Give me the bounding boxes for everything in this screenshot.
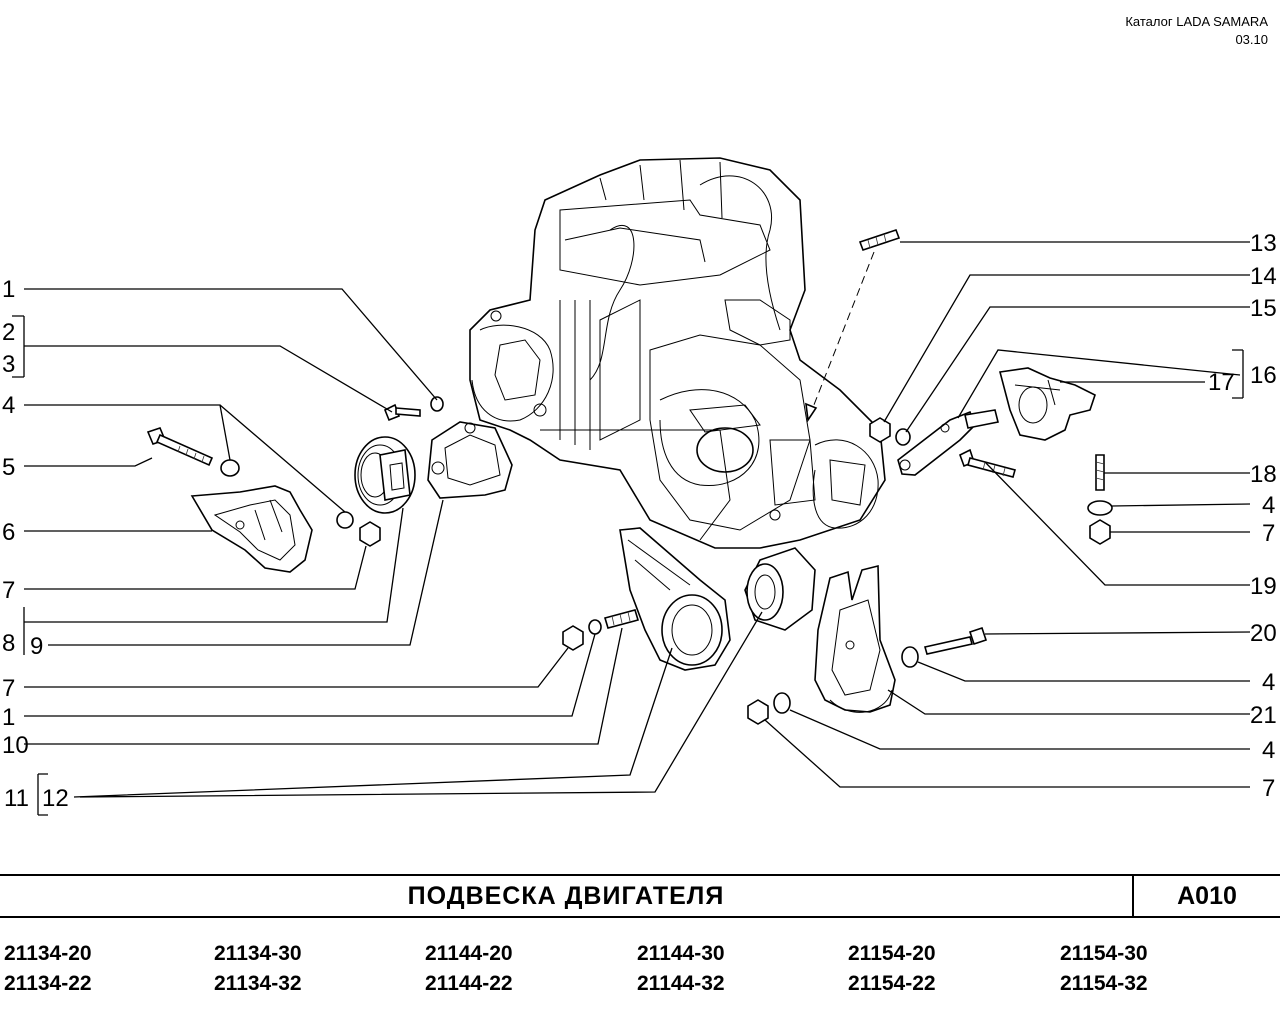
leader-lines-left bbox=[12, 288, 763, 816]
part-bracket-16 bbox=[897, 409, 999, 476]
model-code: 21144-22 bbox=[425, 972, 513, 995]
callout-21: 21 bbox=[1250, 702, 1277, 729]
part-washer-4-bracket bbox=[901, 646, 919, 668]
callout-4: 4 bbox=[2, 392, 15, 419]
part-washer-1 bbox=[430, 396, 444, 412]
callout-12: 12 bbox=[42, 785, 69, 812]
part-silent-block bbox=[744, 547, 816, 631]
part-bolt-20 bbox=[923, 626, 988, 655]
part-bolt-19 bbox=[959, 448, 1016, 478]
engine-mount-diagram: 1 2 3 4 5 6 7 8 9 7 1 10 11 12 13 14 15 … bbox=[2, 157, 1277, 816]
callout-9: 9 bbox=[30, 633, 43, 660]
part-washer-4-left bbox=[220, 459, 240, 477]
callout-11: 11 bbox=[4, 785, 29, 812]
callout-4r: 4 bbox=[1262, 492, 1275, 519]
callouts-right: 13 14 15 16 17 18 4 7 19 20 4 21 4 7 bbox=[1208, 230, 1277, 802]
catalog-header: Каталог LADA SAMARA bbox=[1125, 14, 1268, 29]
callout-7b: 7 bbox=[2, 675, 15, 702]
part-washer-4-lower bbox=[773, 692, 791, 714]
model-code: 21154-20 bbox=[848, 942, 936, 965]
callout-7r2: 7 bbox=[1262, 775, 1275, 802]
model-code: 21134-20 bbox=[4, 942, 92, 965]
model-code: 21144-20 bbox=[425, 942, 513, 965]
part-nut-14 bbox=[869, 417, 891, 443]
part-support-17 bbox=[998, 367, 1096, 441]
part-washer-1-center bbox=[588, 619, 602, 635]
callout-20: 20 bbox=[1250, 620, 1277, 647]
part-nut-7-right bbox=[1089, 519, 1111, 545]
title-bar: ПОДВЕСКА ДВИГАТЕЛЯ A010 bbox=[0, 874, 1280, 918]
part-washer-15 bbox=[895, 428, 911, 446]
assembly-arrow bbox=[807, 251, 875, 421]
callout-14: 14 bbox=[1250, 263, 1277, 290]
callout-18: 18 bbox=[1250, 461, 1277, 488]
part-nut-7-lower bbox=[747, 699, 769, 725]
callout-13: 13 bbox=[1250, 230, 1277, 257]
model-code: 21154-30 bbox=[1060, 942, 1148, 965]
part-nut-7 bbox=[359, 521, 381, 547]
callout-6: 6 bbox=[2, 519, 15, 546]
callout-7r: 7 bbox=[1262, 520, 1275, 547]
page-title: ПОДВЕСКА ДВИГАТЕЛЯ bbox=[407, 882, 725, 910]
assembly-arrow-head bbox=[805, 402, 818, 423]
part-bracket-9 bbox=[427, 421, 513, 499]
part-bracket-11-12 bbox=[619, 527, 731, 671]
callout-10: 10 bbox=[2, 732, 29, 759]
callout-8: 8 bbox=[2, 630, 15, 657]
part-washer-4-right bbox=[1087, 500, 1113, 516]
model-code: 21154-32 bbox=[1060, 972, 1148, 995]
part-cushion-8 bbox=[354, 436, 416, 514]
engine-assembly bbox=[469, 157, 886, 549]
callout-4r3: 4 bbox=[1262, 737, 1275, 764]
callout-1b: 1 bbox=[2, 704, 15, 731]
callout-2: 2 bbox=[2, 319, 15, 346]
leader-lines-right bbox=[764, 241, 1251, 788]
model-code: 21134-30 bbox=[214, 942, 302, 965]
callout-16: 16 bbox=[1250, 362, 1277, 389]
callout-5: 5 bbox=[2, 454, 15, 481]
model-code: 21144-32 bbox=[637, 972, 725, 995]
callouts-left: 1 2 3 4 5 6 7 8 9 7 1 10 11 12 bbox=[2, 276, 69, 812]
part-stud-13 bbox=[858, 228, 901, 252]
part-washer-4 bbox=[336, 511, 354, 529]
callout-4r2: 4 bbox=[1262, 669, 1275, 696]
model-code: 21134-22 bbox=[4, 972, 92, 995]
part-bolt-2 bbox=[383, 403, 421, 422]
catalog-date: 03.10 bbox=[1235, 32, 1268, 47]
callout-3: 3 bbox=[2, 351, 15, 378]
part-nut-7-center bbox=[562, 625, 584, 651]
model-list: 21134-20 21134-22 21134-30 21134-32 2114… bbox=[0, 940, 1280, 1010]
title-divider bbox=[1132, 876, 1134, 916]
part-stud-18 bbox=[1095, 454, 1105, 491]
callout-7: 7 bbox=[2, 577, 15, 604]
part-stud-10 bbox=[603, 609, 640, 629]
part-bolt-5 bbox=[146, 427, 214, 467]
part-bracket-21 bbox=[814, 564, 896, 713]
section-code: A010 bbox=[1177, 882, 1237, 910]
callout-19: 19 bbox=[1250, 573, 1277, 600]
callout-17: 17 bbox=[1208, 369, 1235, 396]
model-code: 21154-22 bbox=[848, 972, 936, 995]
callout-1: 1 bbox=[2, 276, 15, 303]
model-code: 21134-32 bbox=[214, 972, 302, 995]
callout-15: 15 bbox=[1250, 295, 1277, 322]
part-bracket-6 bbox=[190, 485, 313, 573]
model-code: 21144-30 bbox=[637, 942, 725, 965]
